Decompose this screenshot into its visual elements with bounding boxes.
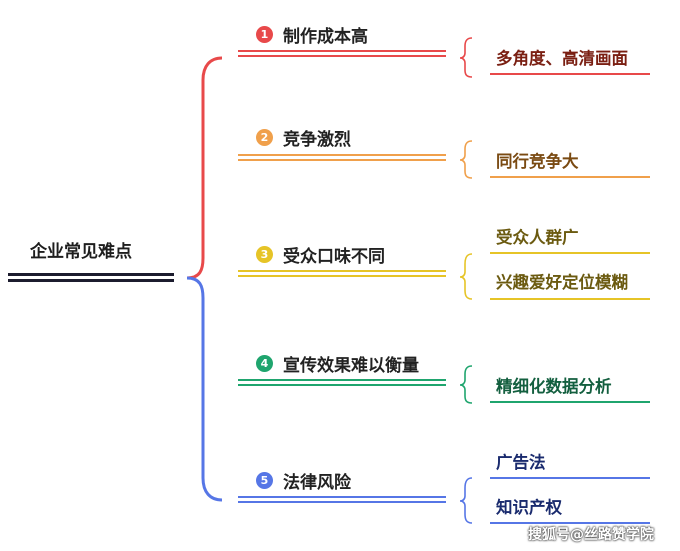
root-node-label: 企业常见难点 [30,242,132,262]
branch-2-label: 竞争激烈 [283,130,351,150]
number-5-icon: 5 [256,472,273,489]
leaf-bracket-5 [459,477,473,524]
branch-3-leaf-1: 受众人群广 [496,228,579,247]
branch-3-title: 3 受众口味不同 [256,242,385,267]
leaf-bracket-3 [459,253,473,300]
branch-5-line-a [238,496,446,498]
branch-3-leaf-2: 兴趣爱好定位模糊 [496,273,628,292]
branch-1-line-a [238,50,446,52]
branch-1-line-b [238,55,446,57]
branch-1-label: 制作成本高 [283,27,368,47]
branch-2-leaf-1-underline [490,176,650,178]
number-4-icon: 4 [256,355,273,372]
root-underline-top [8,273,174,276]
leaf-bracket-2 [459,140,473,179]
branch-5-label: 法律风险 [283,473,351,493]
branch-4-leaf-1-underline [490,401,650,403]
branch-3-label: 受众口味不同 [283,247,385,267]
branch-2-leaf-1: 同行竞争大 [496,152,579,171]
branch-2-title: 2 竞争激烈 [256,125,351,150]
branch-5-title: 5 法律风险 [256,468,351,493]
branch-1-leaf-1: 多角度、高清画面 [496,49,628,68]
branch-3-leaf-1-underline [490,252,650,254]
number-3-icon: 3 [256,246,273,263]
branch-3-line-a [238,270,446,272]
branch-4-line-b [238,384,446,386]
branch-3-line-b [238,275,446,277]
branch-5-line-b [238,501,446,503]
branch-1-title: 1 制作成本高 [256,22,368,47]
watermark-text: 搜狐号@丝路赞学院 [528,527,654,543]
leaf-bracket-4 [459,365,473,404]
leaf-bracket-1 [459,37,473,78]
branch-5-leaf-2-underline [490,522,650,524]
branch-1-leaf-1-underline [490,73,650,75]
branch-2-line-b [238,159,446,161]
main-bracket-lower [186,276,223,502]
branch-5-leaf-1-underline [490,477,650,479]
branch-4-leaf-1: 精细化数据分析 [496,377,612,396]
branch-5-leaf-1: 广告法 [496,453,546,472]
main-bracket-upper [186,56,223,280]
branch-4-label: 宣传效果难以衡量 [283,356,419,376]
branch-2-line-a [238,154,446,156]
branch-5-leaf-2: 知识产权 [496,498,562,517]
branch-4-line-a [238,379,446,381]
branch-4-title: 4 宣传效果难以衡量 [256,351,419,376]
number-1-icon: 1 [256,26,273,43]
branch-3-leaf-2-underline [490,298,650,300]
number-2-icon: 2 [256,129,273,146]
root-underline-bottom [8,279,174,282]
